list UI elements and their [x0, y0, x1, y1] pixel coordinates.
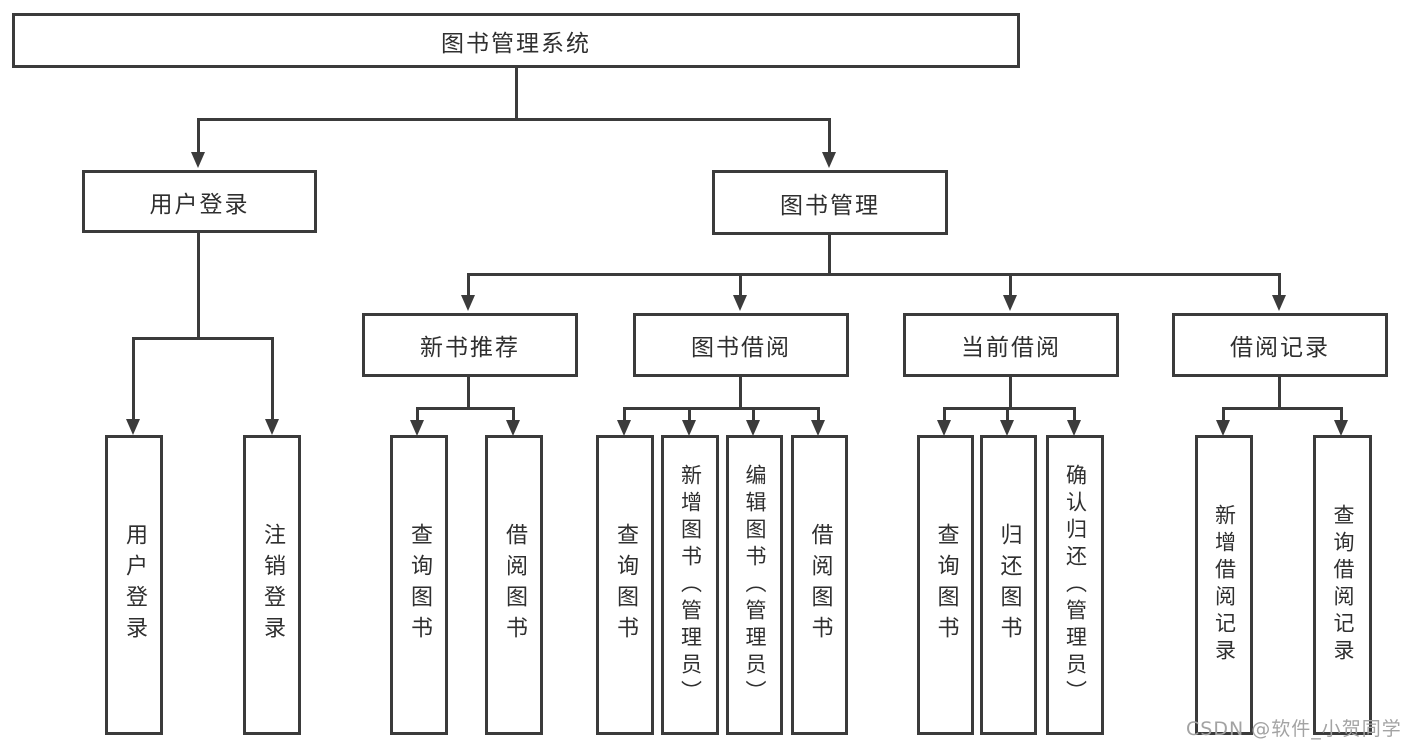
arrow-down-icon	[1272, 295, 1286, 311]
arrow-down-icon	[461, 295, 475, 311]
arrow-down-icon	[1334, 420, 1348, 436]
connector-line	[752, 407, 755, 421]
node-new-book-recommend: 新书推荐	[362, 313, 578, 377]
connector-line	[515, 68, 518, 118]
connector-line	[1340, 407, 1343, 421]
leaf-edit-books-admin: 编辑图书（管理员）	[726, 435, 783, 735]
connector-line	[739, 377, 742, 407]
connector-line	[467, 273, 1281, 276]
connector-line	[467, 377, 470, 407]
arrow-down-icon	[746, 420, 760, 436]
connector-line	[688, 407, 691, 421]
connector-line	[943, 407, 946, 421]
arrow-down-icon	[682, 420, 696, 436]
connector-line	[197, 118, 200, 154]
connector-line	[416, 407, 419, 421]
leaf-query-borrow-record: 查询借阅记录	[1313, 435, 1372, 735]
connector-line	[1222, 407, 1225, 421]
leaf-add-books-admin: 新增图书（管理员）	[661, 435, 719, 735]
connector-line	[828, 118, 831, 154]
arrow-down-icon	[265, 419, 279, 435]
connector-line	[512, 407, 515, 421]
arrow-down-icon	[1003, 295, 1017, 311]
connector-line	[271, 337, 274, 421]
arrow-down-icon	[617, 420, 631, 436]
connector-line	[197, 118, 831, 121]
connector-line	[739, 273, 742, 295]
connector-line	[467, 273, 470, 295]
connector-line	[1006, 407, 1009, 421]
leaf-logout: 注销登录	[243, 435, 301, 735]
arrow-down-icon	[191, 152, 205, 168]
connector-line	[828, 235, 831, 275]
leaf-borrow-books: 借阅图书	[791, 435, 848, 735]
arrow-down-icon	[733, 295, 747, 311]
node-library-management-system: 图书管理系统	[12, 13, 1020, 68]
node-book-management: 图书管理	[712, 170, 948, 235]
arrow-down-icon	[410, 420, 424, 436]
connector-line	[1073, 407, 1076, 421]
node-user-login: 用户登录	[82, 170, 317, 233]
connector-line	[1222, 407, 1343, 410]
connector-line	[817, 407, 820, 421]
arrow-down-icon	[1067, 420, 1081, 436]
leaf-query-books-recommend: 查询图书	[390, 435, 448, 735]
connector-line	[197, 233, 200, 337]
connector-line	[1009, 377, 1012, 407]
connector-line	[623, 407, 820, 410]
leaf-query-books-current: 查询图书	[917, 435, 974, 735]
arrow-down-icon	[506, 420, 520, 436]
arrow-down-icon	[811, 420, 825, 436]
connector-line	[623, 407, 626, 421]
connector-line	[1009, 273, 1012, 295]
arrow-down-icon	[1000, 420, 1014, 436]
csdn-watermark: CSDN @软件_小贺同学	[1186, 718, 1402, 740]
leaf-query-books-borrow: 查询图书	[596, 435, 654, 735]
connector-line	[416, 407, 515, 410]
connector-line	[943, 407, 1076, 410]
arrow-down-icon	[822, 152, 836, 168]
connector-line	[1278, 273, 1281, 295]
node-borrowing-records: 借阅记录	[1172, 313, 1388, 377]
leaf-return-books: 归还图书	[980, 435, 1037, 735]
leaf-confirm-return-admin: 确认归还（管理员）	[1046, 435, 1104, 735]
leaf-borrow-books-recommend: 借阅图书	[485, 435, 543, 735]
connector-line	[132, 337, 135, 421]
leaf-add-borrow-record: 新增借阅记录	[1195, 435, 1253, 735]
connector-line	[1278, 377, 1281, 407]
node-book-borrowing: 图书借阅	[633, 313, 849, 377]
arrow-down-icon	[126, 419, 140, 435]
leaf-user-login: 用户登录	[105, 435, 163, 735]
node-current-borrowing: 当前借阅	[903, 313, 1119, 377]
connector-line	[132, 337, 274, 340]
arrow-down-icon	[937, 420, 951, 436]
arrow-down-icon	[1216, 420, 1230, 436]
